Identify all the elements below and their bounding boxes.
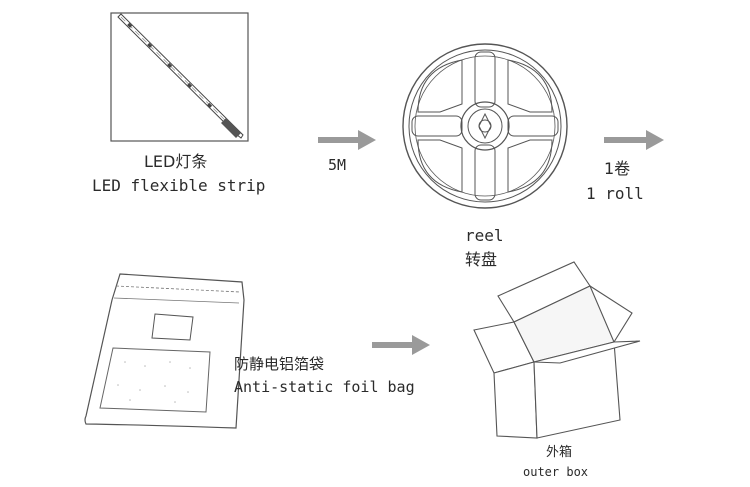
arrow-right-2: [604, 130, 664, 150]
bag-label-zh: 防静电铝箔袋: [234, 355, 325, 373]
arrow-right-1: [318, 130, 376, 150]
foil-bag-illustration: [84, 273, 245, 429]
strip-label-en: LED flexible strip: [92, 176, 266, 195]
bag-label-en: Anti-static foil bag: [234, 378, 415, 396]
led-strip-illustration: [110, 12, 249, 142]
reel-label-en: reel: [465, 226, 504, 245]
box-label-zh: 外箱: [546, 445, 573, 460]
reel-illustration: [402, 43, 568, 209]
arrow1-length-label: 5M: [328, 156, 347, 174]
outer-box-illustration: [473, 261, 641, 439]
reel-label-zh: 转盘: [465, 250, 498, 269]
roll-count-label-en: 1 roll: [586, 184, 644, 203]
strip-label-zh: LED灯条: [144, 152, 208, 171]
roll-count-label-zh: 1卷: [604, 159, 631, 178]
arrow-right-3: [372, 335, 430, 355]
box-label-en: outer box: [523, 465, 589, 479]
